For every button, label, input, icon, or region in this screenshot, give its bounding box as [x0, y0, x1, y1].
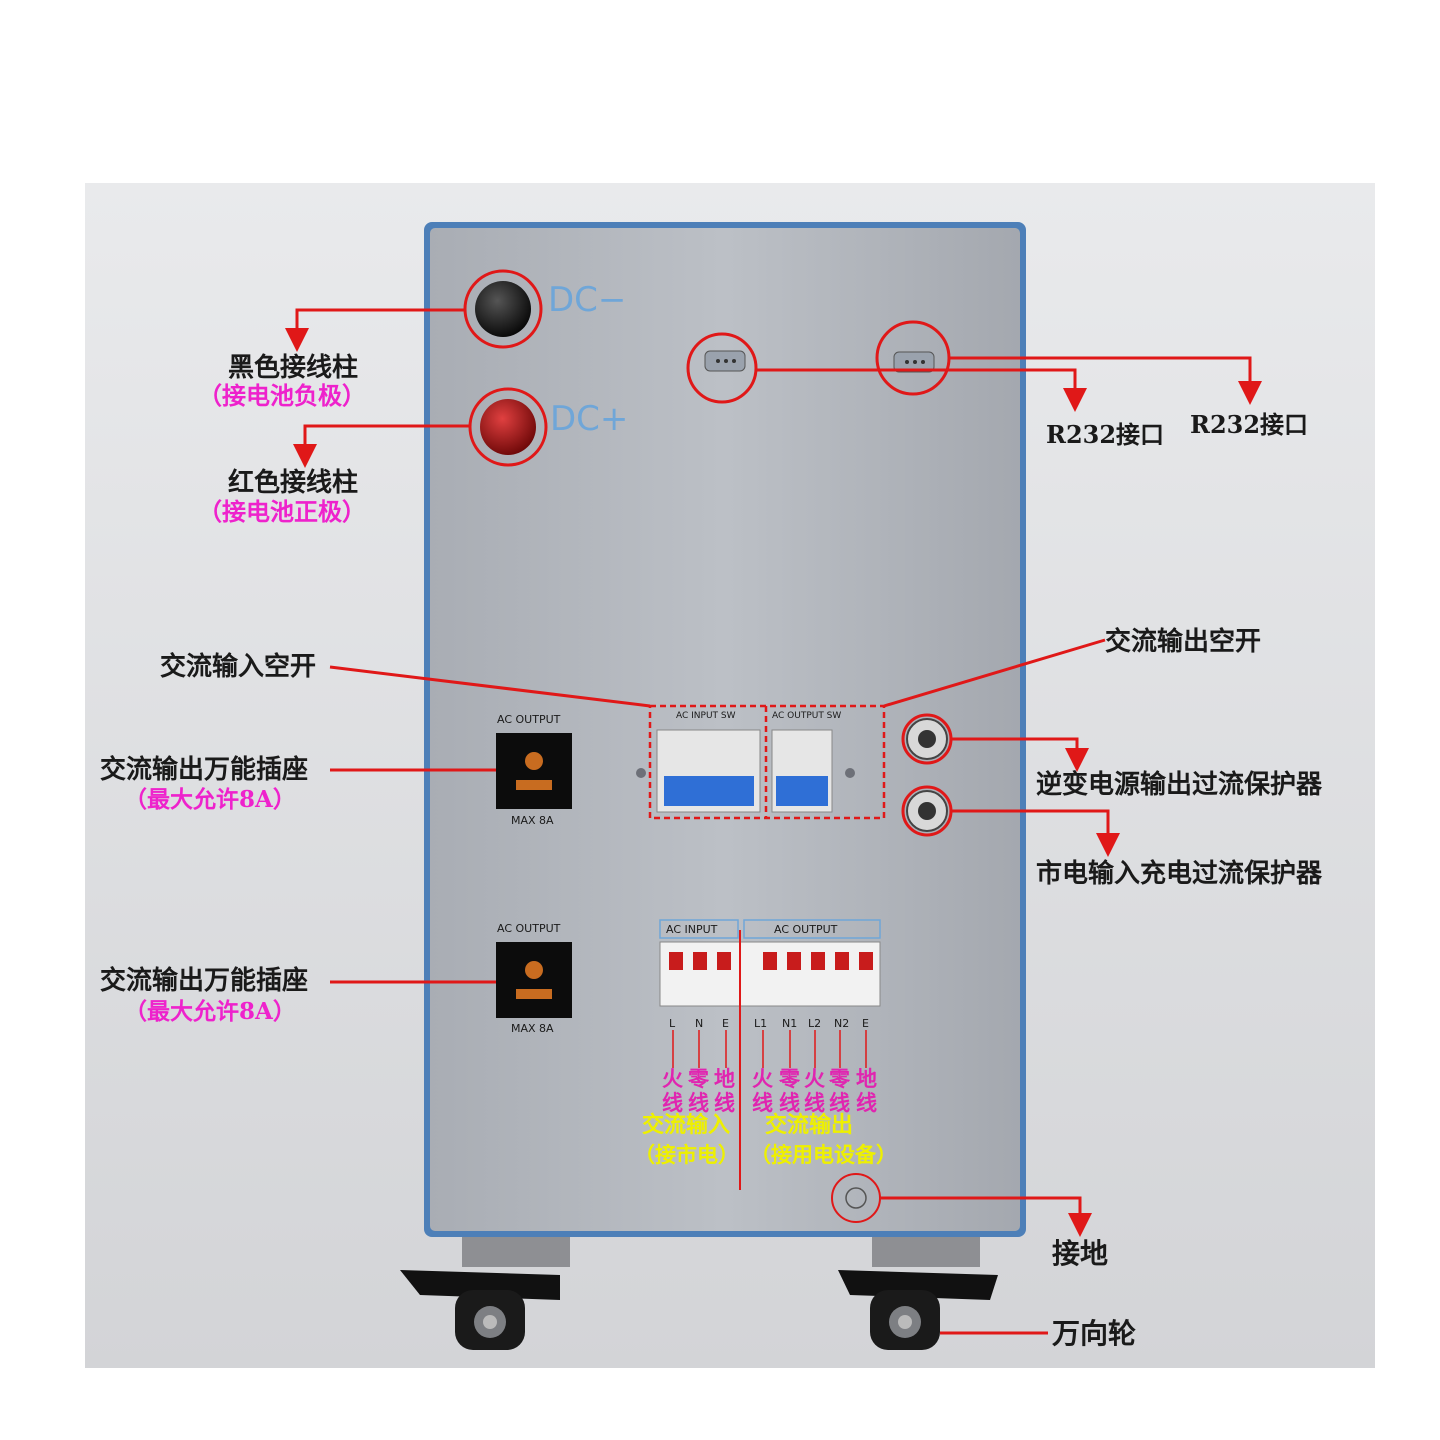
max-label-2: MAX 8A	[511, 1022, 554, 1035]
socket-2-sub-label: （最大允许8A）	[124, 998, 296, 1025]
right-bracket	[872, 1237, 980, 1267]
wire-fire-label: 火	[804, 1066, 825, 1091]
wire-zero-label: 零	[779, 1066, 800, 1091]
red-post-label: 红色接线柱	[228, 468, 359, 498]
black-post-sub-label: （接电池负极）	[198, 381, 366, 410]
wire-line-label: 线	[804, 1090, 825, 1115]
wire-zero-label: 零	[688, 1066, 709, 1091]
socket-1-sub-label: （最大允许8A）	[124, 786, 296, 813]
caster-label: 万向轮	[1052, 1317, 1137, 1350]
left-caster-icon	[400, 1270, 560, 1350]
terminal-label: L	[669, 1017, 676, 1030]
r232-label-2: R232接口	[1190, 410, 1309, 439]
db9-port-1-icon	[704, 350, 746, 372]
wire-line-label: 线	[752, 1090, 773, 1115]
db9-port-2-icon	[893, 351, 935, 373]
right-caster-icon	[838, 1270, 998, 1350]
wire-line-label: 线	[714, 1090, 735, 1115]
wire-fire-label: 火	[752, 1066, 773, 1091]
terminal-ac-output-label: AC OUTPUT	[774, 923, 838, 936]
terminal-label: N	[695, 1017, 704, 1030]
ac-output-label-2: AC OUTPUT	[497, 922, 561, 935]
ac-output-breaker-label: 交流输出空开	[1105, 627, 1262, 657]
terminal-label: N2	[834, 1017, 850, 1030]
ac-out-sub-label: （接用电设备）	[750, 1142, 897, 1167]
ac-in-label: 交流输入	[642, 1112, 731, 1138]
r232-1-highlight	[686, 332, 758, 404]
socket-1-label: 交流输出万能插座	[100, 755, 309, 785]
dc-minus-label: DC−	[548, 280, 627, 320]
ac-output-sw-label: AC OUTPUT SW	[772, 711, 842, 721]
socket-1-icon	[496, 733, 572, 809]
ac-out-label: 交流输出	[765, 1112, 854, 1138]
wire-line-label: 线	[856, 1090, 877, 1115]
wire-earth-label: 地	[714, 1066, 735, 1091]
wire-line-label: 线	[779, 1090, 800, 1115]
terminal-label: E	[722, 1017, 729, 1030]
wire-earth-label: 地	[856, 1066, 877, 1091]
ac-input-sw-label: AC INPUT SW	[676, 711, 736, 721]
dc-plus-label: DC+	[550, 399, 629, 439]
left-bracket	[462, 1237, 570, 1267]
wire-line-label: 线	[829, 1090, 850, 1115]
terminal-ac-input-label: AC INPUT	[666, 923, 718, 936]
ac-in-sub-label: （接市电）	[634, 1142, 739, 1167]
terminal-label: L2	[808, 1017, 822, 1030]
ac-output-label-1: AC OUTPUT	[497, 713, 561, 726]
wire-zero-label: 零	[829, 1066, 850, 1091]
wire-fire-label: 火	[662, 1066, 683, 1091]
r232-label-1: R232接口	[1046, 420, 1165, 449]
black-post-icon	[475, 281, 531, 337]
socket-2-label: 交流输出万能插座	[100, 966, 309, 996]
mains-protector-label: 市电输入充电过流保护器	[1036, 859, 1323, 889]
socket-2-icon	[496, 942, 572, 1018]
ac-input-breaker-label: 交流输入空开	[160, 652, 317, 682]
red-post-icon	[480, 399, 536, 455]
max-label-1: MAX 8A	[511, 814, 554, 827]
red-post-sub-label: （接电池正极）	[198, 497, 366, 526]
wire-line-label: 线	[688, 1090, 709, 1115]
terminal-label: N1	[782, 1017, 798, 1030]
ground-label: 接地	[1052, 1237, 1109, 1270]
terminal-block-icon	[659, 941, 881, 1007]
wire-line-label: 线	[662, 1090, 683, 1115]
black-post-label: 黑色接线柱	[228, 353, 359, 383]
terminal-label: E	[862, 1017, 869, 1030]
terminal-label: L1	[754, 1017, 768, 1030]
inverter-protector-label: 逆变电源输出过流保护器	[1036, 770, 1323, 800]
